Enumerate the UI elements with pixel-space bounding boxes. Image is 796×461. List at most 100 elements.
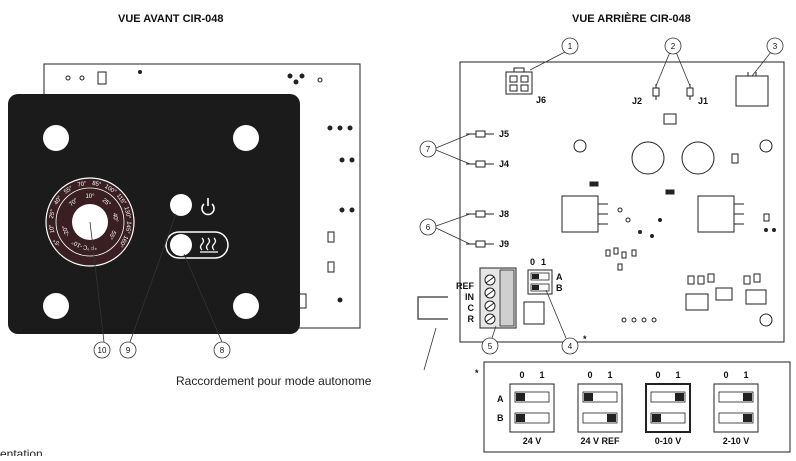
legend-asterisk: *	[475, 368, 479, 378]
dial-tick-label: 70°	[69, 197, 80, 208]
j8-label: J8	[499, 209, 509, 219]
dial-tick-label: 40°	[54, 195, 64, 206]
svg-text:2: 2	[671, 42, 676, 51]
dial-tick-label: 160°	[117, 234, 129, 248]
j5-label: J5	[499, 129, 509, 139]
footer-partial-text: entation	[0, 447, 43, 456]
j5-jumper	[466, 130, 494, 138]
callout-2: 2	[664, 37, 682, 55]
dip-knob-b	[516, 414, 525, 422]
terminal-label-c: C	[468, 303, 475, 313]
dip-slot-a	[650, 391, 686, 403]
dip-knob-a	[675, 393, 684, 401]
callout-9: 9	[119, 341, 137, 359]
dip-row-b-label: B	[556, 283, 563, 293]
standalone-caption: Raccordement pour mode autonome	[176, 374, 372, 388]
callout-6: 6	[419, 218, 437, 236]
callout-4: 4	[561, 337, 579, 355]
j9-label: J9	[499, 239, 509, 249]
dip-header-1: 1	[541, 257, 546, 267]
dip-knob-a	[584, 393, 593, 401]
mount-hole-bottom-left	[43, 293, 69, 319]
dip-knob-a	[516, 393, 525, 401]
dip-config-header-1: 1	[743, 370, 748, 380]
dip-config-header-1: 1	[539, 370, 544, 380]
dial-tick-label: 55°	[106, 229, 116, 240]
dip-slot-b	[650, 412, 686, 424]
heat-icon	[199, 237, 218, 253]
mount-hole-top-right	[233, 125, 259, 151]
svg-text:4: 4	[568, 342, 573, 351]
callout-10: 10	[93, 341, 111, 359]
dial-inner-ring	[55, 187, 125, 257]
standalone-bracket	[417, 296, 448, 320]
dip-config-header-0: 0	[655, 370, 660, 380]
dip-knob-a	[743, 393, 752, 401]
front-leader-lines	[89, 213, 223, 343]
svg-text:1: 1	[568, 42, 573, 51]
j9-jumper	[466, 240, 494, 248]
legend-row-b: B	[497, 413, 504, 423]
back-leader-lines	[435, 51, 772, 339]
j6-connector	[505, 67, 533, 95]
dial-tick-label: 85°	[92, 181, 103, 189]
front-panel	[8, 94, 300, 334]
dial-tick-label: °F	[90, 243, 97, 250]
callout-1: 1	[561, 37, 579, 55]
dip-slot-a	[718, 391, 754, 403]
heat-button[interactable]	[165, 231, 229, 259]
dial-tick-label: 25°	[101, 198, 112, 209]
dial-tick-labels: 85°100°115°130°145°160°70°55°40°25°10°-5…	[49, 181, 132, 250]
dial-tick-label: 10°	[49, 223, 57, 234]
dip-slot-b	[718, 412, 754, 424]
front-pcb-components	[65, 70, 355, 309]
back-view-title: VUE ARRIÈRE CIR-048	[572, 12, 691, 25]
heat-indicator-led	[170, 234, 192, 256]
j8-jumper	[466, 210, 494, 218]
terminal-label-ref: REF	[456, 281, 475, 291]
j6-label: J6	[536, 95, 546, 105]
callout-7: 7	[419, 140, 437, 158]
dial-tick-label: 130°	[122, 206, 131, 220]
dip-config-frame	[713, 383, 759, 433]
j4-jumper	[466, 160, 494, 168]
dial-tick-label: 70°	[77, 181, 88, 189]
dip-config-label: 2-10 V	[723, 436, 750, 446]
svg-text:9: 9	[126, 346, 131, 355]
power-icon[interactable]	[201, 198, 215, 216]
front-view-title: VUE AVANT CIR-048	[118, 13, 224, 25]
j1-jumper	[686, 84, 694, 100]
dip-knob-b	[652, 414, 661, 422]
asterisk-marker: *	[583, 334, 587, 344]
onboard-dip-switch[interactable]	[527, 269, 553, 295]
terminal-label-r: R	[468, 314, 475, 324]
mount-hole-top-left	[43, 125, 69, 151]
dip-slot-b	[582, 412, 618, 424]
dip-row-a-label: A	[556, 272, 563, 282]
legend-row-a: A	[497, 394, 504, 404]
dip-config-label: 0-10 V	[655, 436, 682, 446]
svg-text:5: 5	[488, 342, 493, 351]
terminal-label-in: IN	[465, 292, 474, 302]
dip-config-frame	[509, 383, 555, 433]
dial-tick-label: 145°	[124, 221, 132, 235]
svg-text:3: 3	[773, 42, 778, 51]
dip-header-0: 0	[530, 257, 535, 267]
back-pcb-components	[561, 113, 776, 327]
dial-tick-label: -10°	[71, 238, 84, 249]
dip-config-header-0: 0	[723, 370, 728, 380]
dip-config-label: 24 V REF	[580, 436, 620, 446]
dip-config-label: 24 V	[523, 436, 542, 446]
dip-knob-b	[607, 414, 616, 422]
mount-hole-bottom-right	[233, 293, 259, 319]
svg-text:6: 6	[426, 223, 431, 232]
dip-knob-b	[743, 414, 752, 422]
dial-tick-label: 10°	[85, 194, 95, 200]
callout-5: 5	[481, 337, 499, 355]
j1-label: J1	[698, 96, 708, 106]
